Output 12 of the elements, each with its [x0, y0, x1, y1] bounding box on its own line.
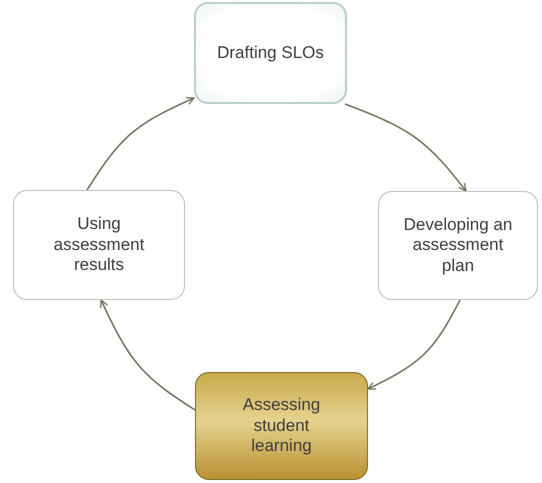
process-box: [194, 2, 347, 104]
box-label: Drafting SLOs: [217, 42, 324, 64]
process-box: [378, 191, 538, 300]
curved-arrow: [100, 299, 196, 411]
curved-arrow: [86, 97, 195, 190]
box-label: Assessing student learning: [242, 395, 322, 457]
box-label: Developing an assessment plan: [402, 214, 514, 276]
curved-arrow: [367, 300, 461, 390]
curved-arrow: [344, 103, 467, 192]
box-label: Using assessment results: [52, 214, 146, 276]
process-box: [13, 190, 185, 300]
process-box: [195, 372, 368, 480]
